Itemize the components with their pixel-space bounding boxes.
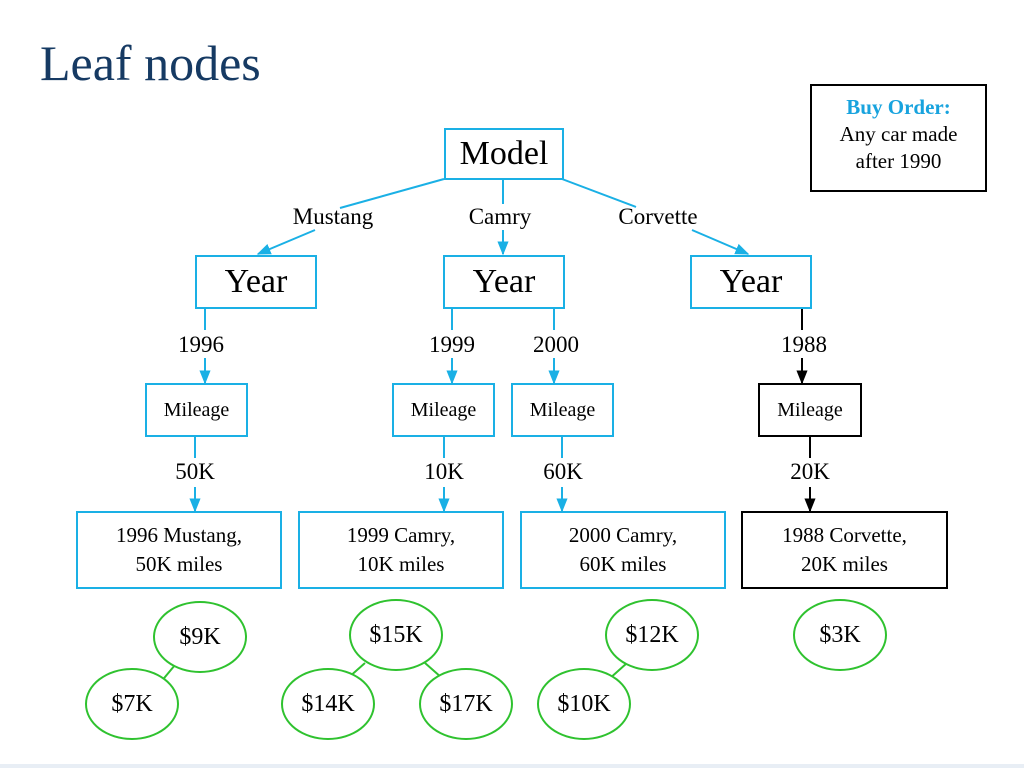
edge-label-1988: 1988 — [781, 332, 827, 357]
edge-label-50k: 50K — [175, 459, 215, 484]
mileage-node-1996: Mileage — [145, 383, 248, 437]
year-node-camry: Year — [443, 255, 565, 309]
edge-label-1996: 1996 — [178, 332, 224, 357]
page-title: Leaf nodes — [40, 35, 261, 91]
price-circle-7k: $7K — [85, 668, 179, 740]
leaf-node-1999-camry: 1999 Camry, 10K miles — [298, 511, 504, 589]
leaf-line-1: 2000 Camry, — [568, 523, 678, 547]
price-circle-3k: $3K — [793, 599, 887, 671]
leaf-line-2: 20K miles — [801, 552, 888, 576]
edge-mustang-year — [256, 229, 316, 255]
edge-model-corvette — [561, 178, 637, 208]
leaf-line-2: 10K miles — [357, 552, 445, 576]
edge-label-1999: 1999 — [429, 332, 475, 357]
leaf-line-2: 50K miles — [135, 552, 223, 576]
edge-label-camry: Camry — [468, 204, 532, 229]
leaf-line-1: 1988 Corvette, — [782, 523, 907, 547]
price-circle-15k: $15K — [349, 599, 443, 671]
mileage-node-1999: Mileage — [392, 383, 495, 437]
edge-corvette-year — [691, 229, 750, 255]
edge-label-20k: 20K — [790, 459, 830, 484]
price-circle-9k: $9K — [153, 601, 247, 673]
edge-model-mustang — [339, 178, 445, 209]
leaf-node-2000-camry: 2000 Camry, 60K miles — [520, 511, 726, 589]
price-circle-17k: $17K — [419, 668, 513, 740]
price-circle-10k: $10K — [537, 668, 631, 740]
leaf-line-1: 1996 Mustang, — [116, 523, 242, 547]
mileage-node-1988: Mileage — [758, 383, 862, 437]
price-circle-12k: $12K — [605, 599, 699, 671]
buy-order-box: Buy Order: Any car made after 1990 — [810, 84, 987, 192]
buy-order-line-1: Any car made — [839, 122, 958, 146]
price-circle-14k: $14K — [281, 668, 375, 740]
edge-label-corvette: Corvette — [618, 204, 698, 229]
footer-rule — [0, 764, 1024, 768]
edge-label-60k: 60K — [543, 459, 583, 484]
edge-label-mustang: Mustang — [292, 204, 374, 229]
model-node: Model — [444, 128, 564, 180]
buy-order-label: Buy Order: — [846, 95, 951, 119]
leaf-node-1988-corvette: 1988 Corvette, 20K miles — [741, 511, 948, 589]
year-node-mustang: Year — [195, 255, 317, 309]
year-node-corvette: Year — [690, 255, 812, 309]
leaf-line-2: 60K miles — [579, 552, 667, 576]
mileage-node-2000: Mileage — [511, 383, 614, 437]
edge-label-10k: 10K — [424, 459, 464, 484]
leaf-line-1: 1999 Camry, — [346, 523, 456, 547]
buy-order-line-2: after 1990 — [855, 149, 942, 173]
edge-label-2000: 2000 — [533, 332, 579, 357]
leaf-node-1996-mustang: 1996 Mustang, 50K miles — [76, 511, 282, 589]
